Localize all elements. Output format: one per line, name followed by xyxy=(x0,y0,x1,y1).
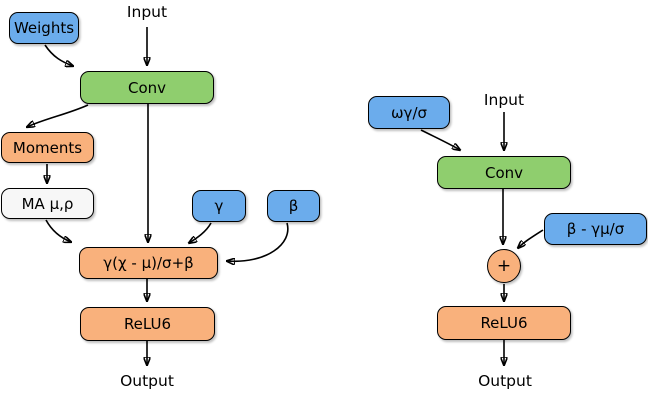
right-output-label: Output xyxy=(478,372,532,390)
arrow-conv-to-moments xyxy=(27,104,89,127)
node-right-conv: Conv xyxy=(437,156,571,189)
node-left-conv: Conv xyxy=(80,71,214,104)
arrow-ma-to-formula xyxy=(45,219,71,242)
arrow-weights-to-conv xyxy=(44,44,73,66)
left-output-label: Output xyxy=(120,372,174,390)
node-bn-formula: γ(χ - μ)/σ+β xyxy=(79,247,218,279)
arrow-beta-to-formula xyxy=(227,222,289,261)
arrow-folded-bias-to-add xyxy=(518,229,544,248)
arrow-folded-weights-to-conv xyxy=(420,129,460,150)
node-add: + xyxy=(487,249,521,283)
node-moments: Moments xyxy=(1,132,94,163)
node-left-relu6: ReLU6 xyxy=(80,307,215,341)
node-moving-average: MA μ,ρ xyxy=(1,188,94,219)
arrow-gamma-to-formula xyxy=(189,222,212,243)
node-beta: β xyxy=(267,190,320,222)
node-gamma: γ xyxy=(192,190,246,222)
node-folded-bias: β - γμ/σ xyxy=(544,213,647,245)
node-right-relu6: ReLU6 xyxy=(437,306,571,340)
node-weights: Weights xyxy=(9,12,79,44)
left-input-label: Input xyxy=(126,3,168,21)
node-folded-weights: ωγ/σ xyxy=(368,96,450,129)
right-input-label: Input xyxy=(483,91,525,109)
